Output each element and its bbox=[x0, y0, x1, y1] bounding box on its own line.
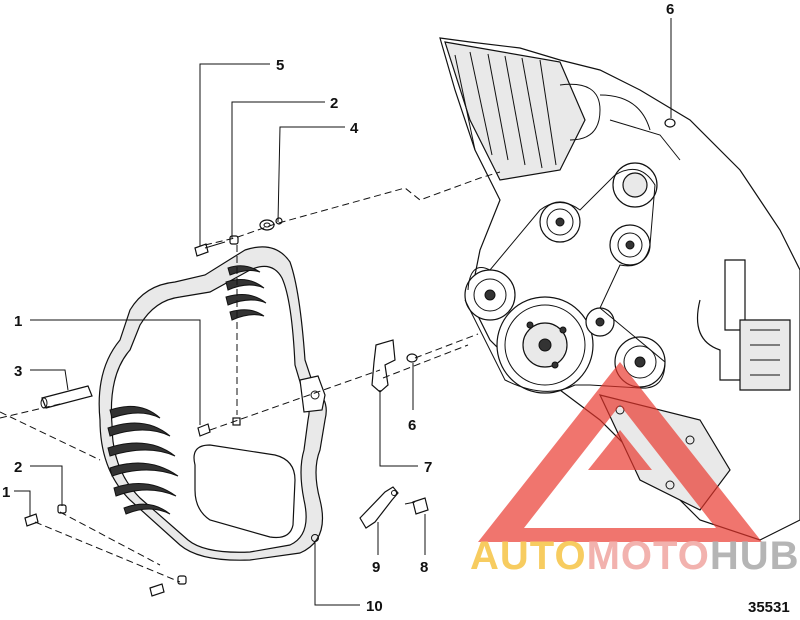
leader-lines bbox=[14, 18, 672, 606]
callout-6-top: 6 bbox=[666, 1, 674, 18]
callout-6-lower: 6 bbox=[408, 417, 416, 434]
watermark-moto: MOTO bbox=[587, 534, 710, 578]
callout-7: 7 bbox=[424, 459, 432, 476]
engine-assembly bbox=[439, 37, 800, 541]
callout-9: 9 bbox=[372, 559, 380, 576]
svg-text:AUTOMOTOHUB: AUTOMOTOHUB bbox=[470, 534, 800, 578]
watermark-triangle-icon bbox=[478, 362, 762, 542]
front-cover bbox=[98, 246, 327, 561]
callout-1-lower: 1 bbox=[2, 484, 10, 501]
callout-3: 3 bbox=[14, 363, 22, 380]
assembly-lines bbox=[0, 171, 501, 583]
callout-5: 5 bbox=[276, 57, 284, 74]
callout-labels: 5 2 4 6 1 3 2 1 6 7 9 8 10 bbox=[2, 1, 674, 615]
callout-4: 4 bbox=[350, 120, 359, 137]
callout-2-lower: 2 bbox=[14, 459, 22, 476]
watermark-logo: AUTOMOTOHUB bbox=[470, 362, 800, 578]
fasteners bbox=[24, 118, 676, 597]
callout-8: 8 bbox=[420, 559, 428, 576]
callout-10: 10 bbox=[366, 598, 383, 615]
figure-number: 35531 bbox=[748, 599, 790, 616]
callout-1-mid: 1 bbox=[14, 313, 22, 330]
callout-2-top: 2 bbox=[330, 95, 338, 112]
watermark-hub: HUB bbox=[710, 534, 800, 578]
watermark-auto: AUTO bbox=[470, 534, 587, 578]
